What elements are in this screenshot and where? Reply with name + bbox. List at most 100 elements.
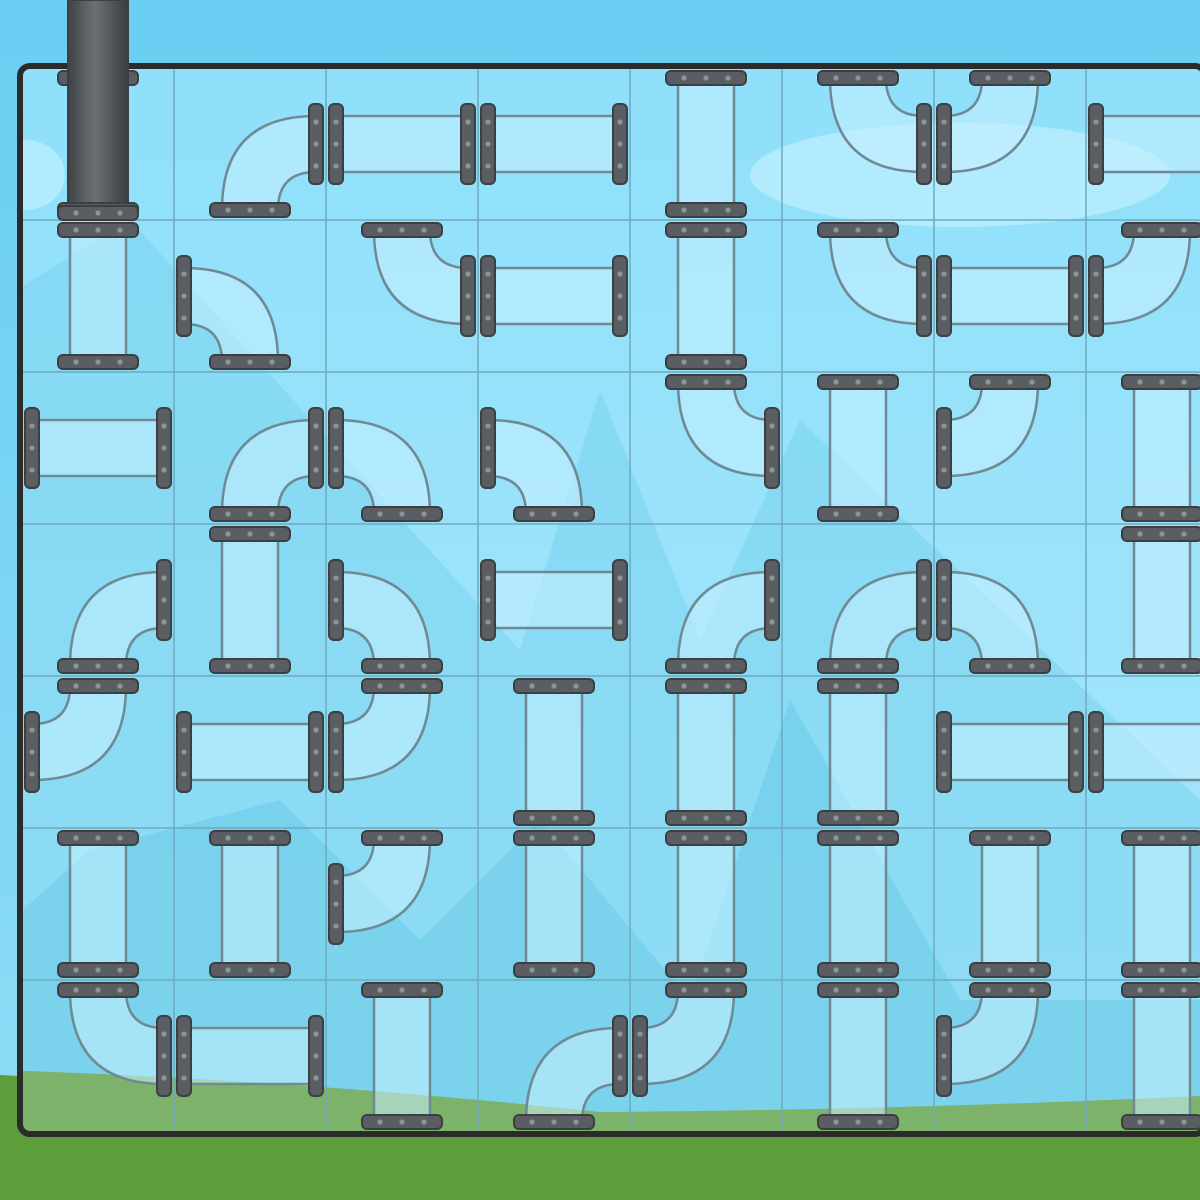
pipe-tile[interactable] [22, 980, 174, 1132]
pipe-tile[interactable] [478, 980, 630, 1132]
bolt-icon [73, 683, 79, 689]
pipe-tile[interactable] [1086, 68, 1200, 220]
pipe-tile[interactable] [782, 524, 934, 676]
bolt-icon [941, 749, 947, 755]
bolt-icon [769, 575, 775, 581]
pipe-tile[interactable] [934, 524, 1086, 676]
pipe-flange [665, 354, 747, 370]
pipe-tile[interactable] [1086, 676, 1200, 828]
bolt-icon [377, 835, 383, 841]
pipe-tile[interactable] [630, 828, 782, 980]
bolt-icon [921, 315, 927, 321]
bolt-icon [1007, 663, 1013, 669]
pipe-tile[interactable] [174, 524, 326, 676]
bolt-icon [703, 815, 709, 821]
pipe-flange [460, 255, 476, 337]
bolt-icon [833, 227, 839, 233]
pipe-tile[interactable] [174, 372, 326, 524]
straight-pipe [942, 722, 1078, 782]
pipe-tile[interactable] [782, 220, 934, 372]
pipe-tile[interactable] [934, 828, 1086, 980]
pipe-tile[interactable] [326, 524, 478, 676]
bolt-icon [703, 75, 709, 81]
pipe-flange [513, 678, 595, 694]
bolt-icon [833, 511, 839, 517]
pipe-tile[interactable] [630, 68, 782, 220]
pipe-tile[interactable] [782, 980, 934, 1132]
pipe-tile[interactable] [1086, 220, 1200, 372]
bolt-icon [73, 967, 79, 973]
pipe-tile[interactable] [174, 828, 326, 980]
pipe-tile[interactable] [478, 68, 630, 220]
pipe-flange [817, 658, 899, 674]
straight-pipe [486, 266, 622, 326]
pipe-tile[interactable] [326, 220, 478, 372]
pipe-tile[interactable] [1086, 828, 1200, 980]
pipe-tile[interactable] [934, 980, 1086, 1132]
bolt-icon [73, 210, 79, 216]
bolt-icon [1073, 315, 1079, 321]
bolt-icon [465, 315, 471, 321]
bolt-icon [29, 445, 35, 451]
bolt-icon [333, 141, 339, 147]
pipe-tile[interactable] [1086, 524, 1200, 676]
pipe-tile[interactable] [630, 372, 782, 524]
bolt-icon [877, 835, 883, 841]
bolt-icon [573, 683, 579, 689]
pipe-tile[interactable] [630, 220, 782, 372]
bolt-icon [617, 597, 623, 603]
pipe-flange [969, 70, 1051, 86]
bolt-icon [247, 511, 253, 517]
pipe-flange [209, 506, 291, 522]
pipe-tile[interactable] [478, 828, 630, 980]
pipe-tile[interactable] [782, 828, 934, 980]
bolt-icon [269, 967, 275, 973]
pipe-tile[interactable] [782, 676, 934, 828]
pipe-tile[interactable] [1086, 980, 1200, 1132]
straight-pipe [676, 836, 736, 972]
pipe-tile[interactable] [22, 676, 174, 828]
pipe-tile[interactable] [22, 524, 174, 676]
pipe-tile[interactable] [22, 372, 174, 524]
pipe-tile[interactable] [782, 372, 934, 524]
pipe-tile[interactable] [174, 676, 326, 828]
pipe-tile[interactable] [934, 676, 1086, 828]
pipe-tile[interactable] [22, 828, 174, 980]
pipe-flange [361, 982, 443, 998]
pipe-tile[interactable] [630, 676, 782, 828]
straight-pipe [676, 684, 736, 820]
pipe-tile[interactable] [174, 980, 326, 1132]
bolt-icon [877, 987, 883, 993]
straight-pipe [486, 570, 622, 630]
pipe-tile[interactable] [782, 68, 934, 220]
pipe-tile[interactable] [22, 220, 174, 372]
pipe-tile[interactable] [326, 372, 478, 524]
pipe-tile[interactable] [174, 220, 326, 372]
pipe-tile[interactable] [934, 372, 1086, 524]
pipe-tile[interactable] [630, 980, 782, 1132]
pipe-tile[interactable] [478, 676, 630, 828]
pipe-flange [1121, 658, 1200, 674]
pipe-tile[interactable] [934, 220, 1086, 372]
pipe-tile[interactable] [326, 980, 478, 1132]
pipe-tile[interactable] [630, 524, 782, 676]
pipe-tile[interactable] [326, 828, 478, 980]
pipe-tile[interactable] [478, 524, 630, 676]
bolt-icon [1137, 967, 1143, 973]
pipe-tile[interactable] [478, 220, 630, 372]
pipe-tile[interactable] [326, 68, 478, 220]
bolt-icon [941, 597, 947, 603]
bolt-icon [465, 141, 471, 147]
pipe-tile[interactable] [934, 68, 1086, 220]
bolt-icon [1159, 1119, 1165, 1125]
pipe-tile[interactable] [1086, 372, 1200, 524]
bolt-icon [1029, 835, 1035, 841]
bolt-icon [877, 511, 883, 517]
bolt-icon [769, 445, 775, 451]
pipe-tile[interactable] [478, 372, 630, 524]
pipe-tile[interactable] [326, 676, 478, 828]
pipe-tile[interactable] [174, 68, 326, 220]
bolt-icon [73, 987, 79, 993]
bolt-icon [725, 75, 731, 81]
